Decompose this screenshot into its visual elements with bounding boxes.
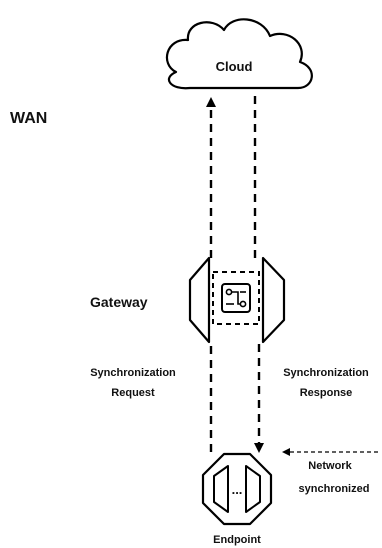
network-sync-label-line1: Network [308,460,352,472]
sync-response-label-line1: Synchronization [283,367,369,379]
gateway-right-wing [261,256,286,344]
endpoint-glyph: ... [232,482,243,497]
endpoint-node: ... [201,452,273,526]
cloud-icon [166,18,313,90]
sync-request-label-line1: Synchronization [90,367,176,379]
sync-request-label-line2: Request [111,387,155,399]
gateway-frame [212,271,260,325]
gateway-left-wing [188,256,211,344]
cloud-label: Cloud [216,59,253,74]
endpoint-left-bracket [213,465,229,513]
cloud-node: Cloud [166,18,313,90]
network-sync-label-line2: synchronized [299,483,370,495]
circuit-icon [221,283,251,313]
gateway-node [188,256,286,344]
endpoint-right-bracket [245,465,261,513]
endpoint-label: Endpoint [213,534,261,546]
sync-response-label-line2: Response [300,387,353,399]
gateway-label: Gateway [90,294,148,310]
wan-label: WAN [10,110,47,127]
